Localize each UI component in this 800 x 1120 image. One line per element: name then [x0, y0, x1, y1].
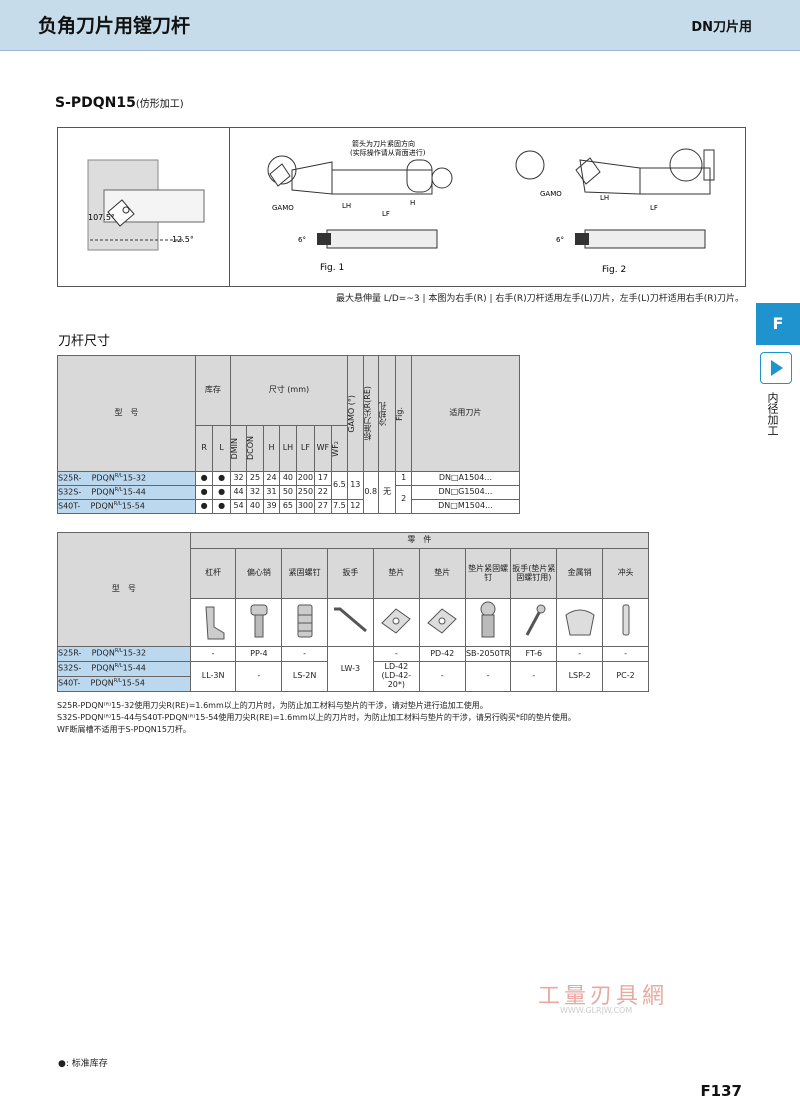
th-model-2: 型 号 [57, 532, 191, 647]
table-row: S32S- PDQNR/L15-44 ● ● 44 32 31 50 250 2… [57, 485, 521, 514]
watermark-logo: 工量刃具網 [538, 984, 669, 1009]
metal-pin-icon [556, 598, 604, 647]
gamo-label: GAMO [272, 204, 294, 212]
table-row: S40T- PDQNR/L15-54 ● ● 54 40 39 65 300 2… [57, 499, 521, 514]
th-coolant: 冷却孔 [377, 401, 387, 426]
th-r: R [194, 425, 214, 472]
gamo-label-2: GAMO [540, 190, 562, 198]
fig1-label: Fig. 1 [320, 263, 344, 273]
figure-divider [229, 127, 230, 287]
table-row: S40T- PDQNR/L15-54 [57, 676, 649, 692]
model-cell: S25R- PDQNR/L15-32 [57, 471, 196, 486]
lf-label-2: LF [650, 204, 658, 212]
table-row: S25R- PDQNR/L15-32 ● ● 32 25 24 40 200 1… [57, 471, 521, 514]
th-parts: 零 件 [189, 532, 650, 549]
th-dmin: DMIN [229, 437, 239, 460]
table-row: S32S- PDQNR/L15-44 LL-3N - LS-2N LD-42(L… [57, 661, 649, 692]
footnotes: S25R-PDQN⁽ᴿ⁾15-32使用刀尖R(RE)=1.6mm以上的刀片时，为… [57, 701, 576, 734]
clamp-screw-icon [281, 598, 328, 647]
fig2-diagram: GAMO LH LF 6° Fig. 2 [515, 148, 715, 275]
parts-table: 型 号 零 件 杠杆 偏心销 紧固螺钉 扳手 垫片 垫片 垫片紧固螺钉 扳手(垫… [57, 532, 650, 692]
side-category-label: 内径加工 [766, 392, 779, 436]
th-dimensions: 尺寸 (mm) [229, 355, 349, 426]
arrow-note-2: (实际操作请从背面进行) [350, 148, 426, 157]
model-cell: S40T- PDQNR/L15-54 [57, 676, 191, 692]
th-l: L [212, 425, 231, 472]
model-cell: S32S- PDQNR/L15-44 [57, 485, 196, 500]
page-title: 负角刀片用镗刀杆 [38, 15, 191, 37]
h-label: H [410, 199, 415, 207]
page-number: F137 [700, 1082, 742, 1100]
th-stock: 库存 [194, 355, 231, 426]
stock-legend: ●: 标准库存 [58, 1059, 108, 1069]
figure-box [57, 127, 746, 287]
lh-label: LH [342, 202, 351, 210]
shim-wrench-icon [510, 598, 558, 647]
max-overhang-note: 最大悬伸量 L/D=~3 | 本图为右手(R) | 右手(R)刀杆适用左手(L)… [335, 294, 744, 304]
th-model: 型 号 [57, 355, 196, 472]
lh-label-2: LH [600, 194, 609, 202]
th-h: H [262, 425, 281, 472]
th-re: 标准刀尖R(RE) [362, 386, 372, 441]
th-wf: WF [314, 425, 332, 472]
lf-label: LF [382, 210, 390, 218]
model-cell: S40T- PDQNR/L15-54 [57, 499, 196, 514]
th-dcon: DCON [246, 436, 256, 461]
six-deg-label-2: 6° [556, 236, 564, 244]
model-title: S-PDQN15(仿形加工) [55, 95, 184, 111]
model-cell: S32S- PDQNR/L15-44 [57, 661, 191, 677]
fig1-diagram: 箭头为刀片紧固方向 (实际操作请从背面进行) GAMO LH LF H 6° F… [267, 139, 453, 273]
th-lf: LF [295, 425, 316, 472]
model-cell: S25R- PDQNR/L15-32 [57, 646, 191, 662]
arrow-note-1: 箭头为刀片紧固方向 [352, 139, 415, 148]
section-title: 刀杆尺寸 [58, 334, 111, 349]
fig2-label: Fig. 2 [602, 265, 626, 275]
th-fig: Fig. [395, 406, 405, 421]
boring-icon [760, 352, 792, 384]
th-wf2: WF₂ [330, 440, 340, 457]
th-lh: LH [279, 425, 297, 472]
section-tab-f[interactable]: F [756, 303, 800, 345]
table-row: S25R- PDQNR/L15-32 - PP-4 - LW-3 - PD-42… [57, 646, 649, 692]
insert-angle-diagram: 107.5° 12.5° [87, 159, 205, 251]
six-deg-label: 6° [298, 236, 306, 244]
shim-icon-2 [418, 598, 466, 647]
header-category: DN刀片用 [691, 20, 752, 35]
th-insert: 适用刀片 [410, 355, 521, 472]
th-gamo: GAMO (°) [347, 394, 357, 433]
eccentric-pin-icon [235, 598, 283, 647]
angle-107-label: 107.5° [88, 213, 115, 222]
shim-icon [372, 598, 420, 647]
angle-12-label: 12.5° [172, 235, 194, 244]
punch-icon [602, 598, 649, 647]
shim-screw-icon [464, 598, 512, 647]
page-header: 负角刀片用镗刀杆 DN刀片用 [0, 0, 800, 51]
lever-icon [189, 598, 237, 647]
watermark-url: WWW.GLRJW.COM [560, 1006, 633, 1015]
wrench-icon [326, 598, 374, 647]
holder-dimension-table: 型 号 库存 尺寸 (mm) GAMO (°) 标准刀尖R(RE) 冷却孔 Fi… [57, 355, 521, 514]
